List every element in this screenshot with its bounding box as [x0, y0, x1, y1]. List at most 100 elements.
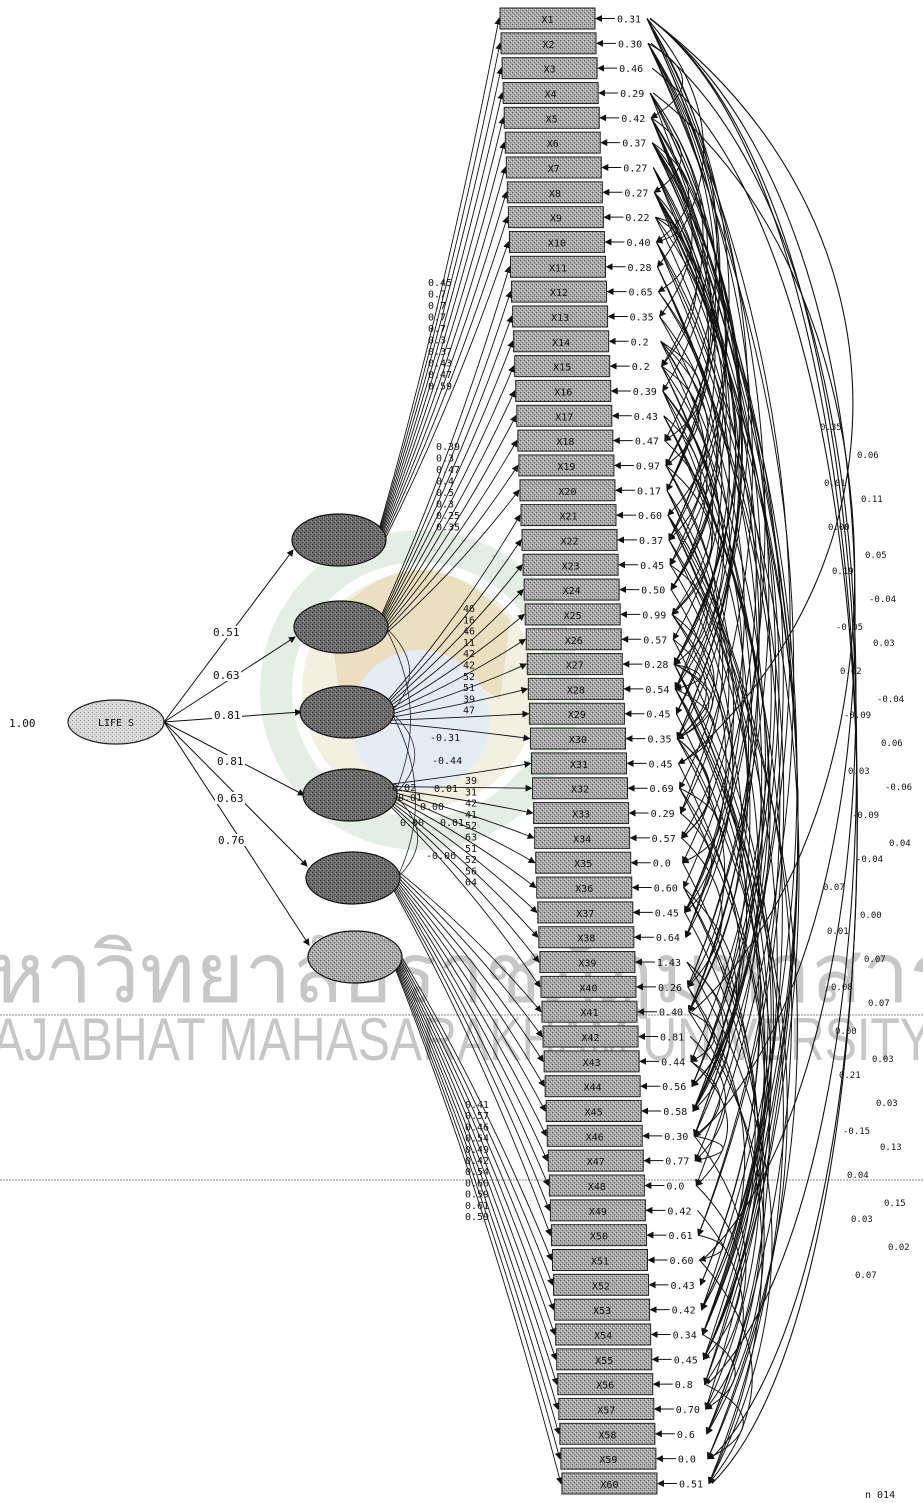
- error-variance-label: 0.8: [675, 1380, 693, 1391]
- error-variance-label: 1.43: [657, 958, 681, 969]
- indicator-label: X16: [554, 387, 572, 398]
- error-covariance-label: 0.07: [823, 883, 845, 893]
- error-variance-label: 0.40: [626, 238, 650, 249]
- error-covariance-label: 0.02: [840, 667, 862, 677]
- error-variance-label: 0.31: [617, 15, 641, 26]
- indicator-label: X18: [556, 437, 574, 448]
- indicator-label: X17: [555, 412, 573, 423]
- indicator-label: X6: [547, 139, 559, 150]
- indicator-label: X40: [579, 983, 597, 994]
- indicator-label: X12: [550, 288, 568, 299]
- factor-ellipse: [300, 686, 394, 738]
- loading-label: 0.3: [436, 500, 454, 511]
- error-variance-label: 0.42: [621, 114, 645, 125]
- loading-label: 0.59: [465, 1190, 489, 1201]
- factor-correlation-label: -0.06: [426, 851, 456, 862]
- indicator-label: X13: [551, 313, 569, 324]
- root-loading-label: 0.81: [214, 709, 241, 722]
- error-covariance-label: -0.04: [877, 695, 904, 705]
- error-covariance-label: -0.06: [885, 783, 912, 793]
- indicator-label: X4: [545, 89, 557, 100]
- error-variance-label: 0.57: [652, 834, 676, 845]
- loading-label: 0.54: [465, 1134, 489, 1145]
- loading-label: 0.47: [436, 465, 460, 476]
- loading-label: 0.46: [465, 1122, 489, 1133]
- error-variance-label: 0.28: [644, 660, 668, 671]
- loading-label: 47: [463, 706, 475, 717]
- error-covariance-label: 0.06: [857, 451, 879, 461]
- error-covariance-label: 0.35: [820, 423, 842, 433]
- loading-label: 42: [463, 649, 475, 660]
- error-variance-label: 0.27: [624, 188, 648, 199]
- error-variance-label: 0.57: [643, 635, 667, 646]
- factor-ellipse: [292, 514, 386, 566]
- error-covariance-label: 0.00: [860, 911, 882, 921]
- loading-label: 0.7: [428, 324, 446, 335]
- error-variance-label: 0.22: [625, 213, 649, 224]
- error-variance-label: 0.35: [647, 735, 671, 746]
- loading-label: 0.7: [428, 301, 446, 312]
- indicator-label: X50: [590, 1232, 608, 1243]
- error-covariance-label: 0.00: [828, 523, 850, 533]
- error-variance-label: 0.45: [674, 1355, 698, 1366]
- indicator-label: X29: [568, 710, 586, 721]
- error-variance-label: 0.44: [661, 1057, 685, 1068]
- loading-label: 0.59: [465, 1212, 489, 1223]
- error-variance-label: 0.0: [666, 1182, 684, 1193]
- variance-label: 1.00: [9, 717, 36, 730]
- error-variance-label: 0.46: [619, 64, 643, 75]
- loading-label: 0.5: [436, 488, 454, 499]
- error-variance-label: 0.60: [670, 1256, 694, 1267]
- error-variance-label: 0.65: [629, 288, 653, 299]
- error-covariance-label: 0.04: [847, 1171, 869, 1181]
- loading-label: 11: [463, 638, 475, 649]
- indicator-label: X42: [582, 1033, 600, 1044]
- loading-label: 46: [463, 627, 475, 638]
- error-variance-label: 0.37: [622, 139, 646, 150]
- error-variance-label: 0.17: [637, 486, 661, 497]
- error-variance-label: 0.35: [630, 312, 654, 323]
- loading-label: 52: [463, 672, 475, 683]
- loading-label: 0.39: [436, 442, 460, 453]
- error-variance-label: 0.99: [642, 610, 666, 621]
- error-covariance-label: 0.01: [824, 479, 846, 489]
- error-covariance-label: 0.03: [848, 767, 870, 777]
- error-variance-label: 0.2: [631, 337, 649, 348]
- error-variance-label: 0.45: [649, 759, 673, 770]
- error-covariance-label: -0.05: [836, 623, 863, 633]
- indicator-label: X27: [566, 661, 584, 672]
- error-covariance-label: 0.04: [889, 839, 911, 849]
- loading-label: 52: [465, 821, 477, 832]
- indicator-label: X7: [548, 164, 560, 175]
- error-covariance-label: -0.09: [852, 811, 879, 821]
- indicator-label: X58: [598, 1430, 616, 1441]
- error-covariance-label: -0.15: [843, 1127, 870, 1137]
- loading-label: 0.45: [428, 278, 452, 289]
- factor-correlation-label: 0.00: [400, 818, 424, 829]
- indicator-label: X48: [588, 1182, 606, 1193]
- loading-label: 39: [465, 776, 477, 787]
- error-covariance-label: 0.05: [865, 551, 887, 561]
- error-variance-label: 0.29: [620, 89, 644, 100]
- error-variance-label: 0.97: [636, 461, 660, 472]
- error-covariance-label: 0.02: [888, 1243, 910, 1253]
- error-variance-label: 0.58: [663, 1107, 687, 1118]
- indicator-label: X54: [594, 1331, 612, 1342]
- error-variance-label: 0.37: [639, 536, 663, 547]
- error-variance-label: 0.47: [635, 437, 659, 448]
- indicator-label: X57: [597, 1405, 615, 1416]
- loading-label: 52: [465, 855, 477, 866]
- indicator-label: X11: [549, 263, 567, 274]
- factor-ellipse: [303, 769, 397, 821]
- indicator-label: X22: [561, 536, 579, 547]
- indicator-label: X39: [578, 959, 596, 970]
- error-variance-label: 0.43: [634, 412, 658, 423]
- indicator-label: X8: [549, 189, 561, 200]
- error-variance-label: 0.6: [677, 1430, 695, 1441]
- factor-correlation-label: -0.31: [430, 733, 460, 744]
- indicator-label: X51: [591, 1257, 609, 1268]
- indicator-label: X10: [548, 238, 566, 249]
- indicator-label: X46: [586, 1132, 604, 1143]
- error-covariance-label: 0.03: [872, 1055, 894, 1065]
- factor-ellipse: [306, 852, 400, 904]
